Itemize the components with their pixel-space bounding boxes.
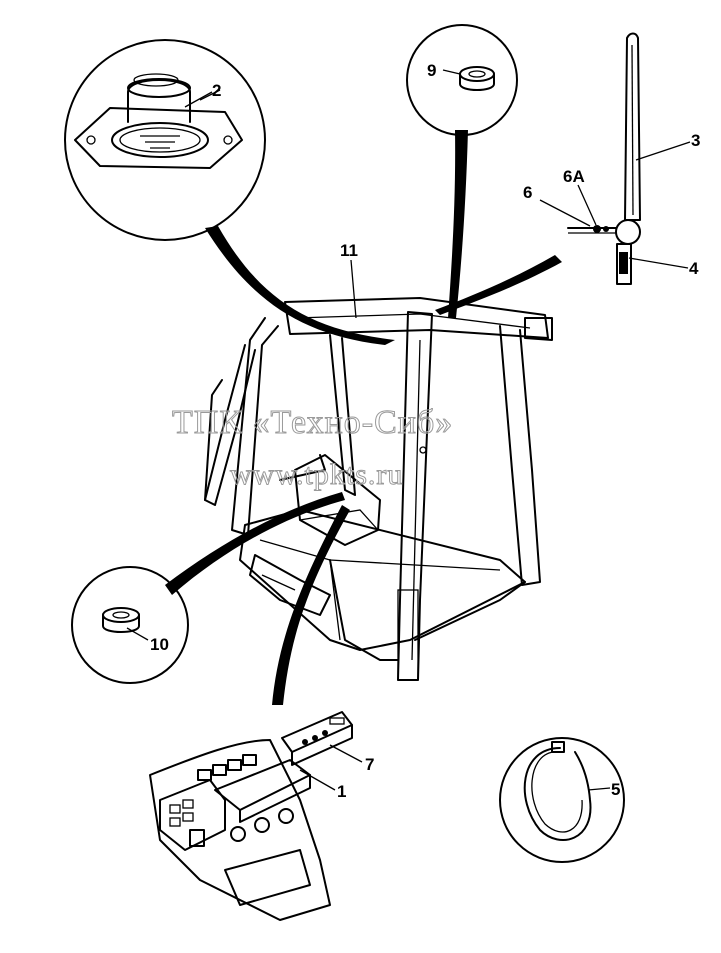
leader-bands (165, 130, 562, 705)
detail-circle-speaker (64, 39, 266, 241)
leader-9 (442, 69, 461, 75)
leader-4 (628, 257, 689, 269)
leader-3 (635, 141, 691, 161)
leader-band-speaker (205, 226, 395, 345)
leader-5 (587, 787, 611, 791)
leader-1 (299, 769, 336, 791)
detail-circle-grommet-10 (71, 566, 189, 684)
callout-6a: 6A (563, 167, 585, 186)
leader-band-grommet-9 (448, 130, 468, 318)
dashboard-detail (149, 711, 353, 921)
leader-band-console (272, 505, 350, 705)
callout-9: 9 (427, 61, 436, 80)
detail-circle-grommet-9 (406, 24, 518, 136)
callout-3: 3 (691, 131, 700, 150)
callout-1: 1 (337, 782, 346, 801)
leader-7 (329, 744, 363, 763)
leader-6 (539, 199, 591, 227)
leader-6a (577, 184, 597, 226)
callout-2: 2 (212, 81, 221, 100)
radio-housing (214, 759, 311, 811)
watermark-line-2: www.tpkts.ru (230, 458, 403, 491)
leader-band-grommet-10 (165, 492, 345, 595)
antenna-rod (624, 32, 641, 221)
leader-11 (350, 259, 357, 319)
cab-frame (204, 297, 553, 681)
detail-circle-clamp (499, 737, 625, 863)
antenna-assembly (567, 32, 641, 285)
callout-7: 7 (365, 755, 374, 774)
leader-2 (184, 91, 213, 108)
watermark: ТПК «Техно-Сиб» www.tpkts.ru (172, 404, 453, 492)
callout-4: 4 (689, 259, 699, 278)
callouts: 1 2 3 4 5 6 6A 7 9 10 11 (150, 61, 700, 801)
callout-6: 6 (523, 183, 532, 202)
leader-band-antenna (435, 255, 562, 315)
watermark-line-1: ТПК «Техно-Сиб» (172, 404, 453, 441)
callout-11: 11 (340, 241, 358, 260)
speaker-flange (74, 107, 243, 169)
callout-5: 5 (611, 780, 620, 799)
leader-10 (126, 627, 149, 641)
hose-clamp (523, 747, 592, 841)
callout-10: 10 (150, 635, 169, 654)
leader-lines (126, 69, 691, 791)
